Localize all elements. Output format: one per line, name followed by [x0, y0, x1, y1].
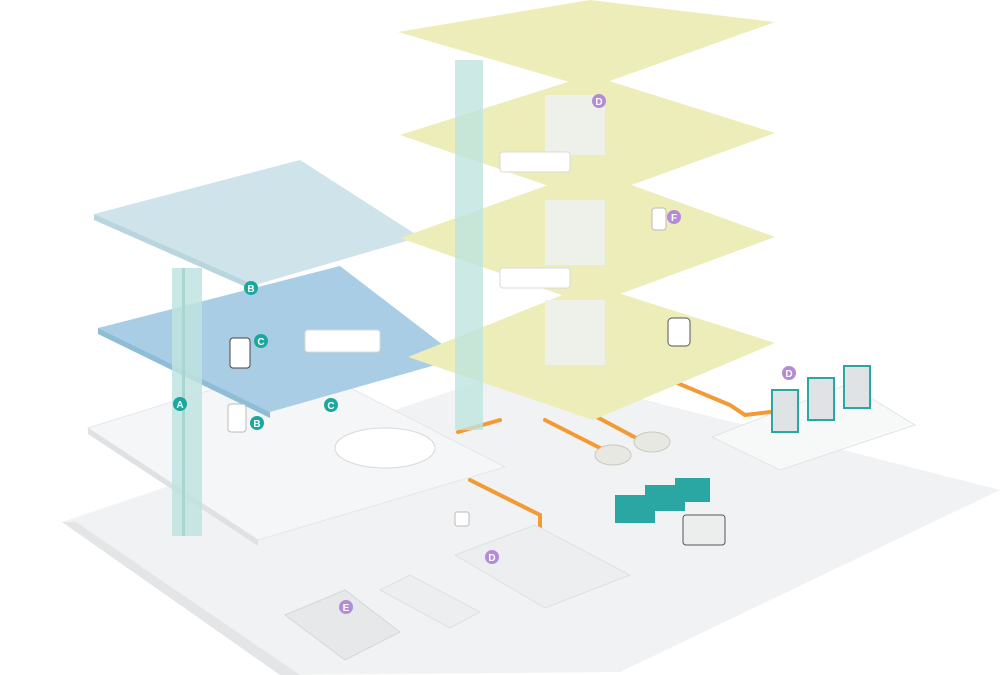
robot-icon [229, 337, 251, 369]
ground-plate-edge [62, 522, 300, 675]
badge-label: A [176, 400, 183, 411]
badge-b: B [244, 281, 258, 295]
badge-c: C [254, 334, 268, 348]
badge-label: B [247, 284, 254, 295]
badge-b: B [250, 416, 264, 430]
reception-desk-icon [499, 151, 571, 173]
reception-desk-icon [304, 329, 381, 353]
left-roof-edge [94, 214, 255, 291]
right-divider-wall [545, 300, 605, 365]
badge-d: D [485, 550, 499, 564]
machine-zone-e [284, 589, 401, 661]
badge-label: D [785, 369, 792, 380]
badge-label: B [253, 419, 260, 430]
badge-c: C [324, 398, 338, 412]
badges: A B B C C D D D [173, 94, 796, 614]
right-elevator-column [455, 60, 483, 430]
machine-zones [284, 524, 632, 661]
badge-label: D [488, 553, 495, 564]
robot-icon [227, 403, 247, 433]
badge-label: C [327, 401, 334, 412]
badge-e: E [339, 600, 353, 614]
right-divider-wall [545, 200, 605, 265]
charging-stations [771, 365, 871, 433]
robot-icon [651, 207, 667, 231]
cargo-area [594, 431, 726, 546]
left-floor-blue [98, 266, 460, 412]
machine-zone-d [453, 524, 632, 609]
robots [227, 207, 691, 527]
badge-a: A [173, 397, 187, 411]
badge-d: D [592, 94, 606, 108]
badge-label: D [595, 97, 602, 108]
left-roof [94, 160, 420, 285]
robot-icon [667, 317, 691, 347]
tank-icon [633, 431, 671, 453]
right-floor-level-3 [398, 0, 775, 88]
machine-zone-row [378, 574, 482, 629]
badge-label: E [343, 603, 350, 614]
reception-desk-icon [334, 427, 436, 469]
reception-desk-icon [499, 267, 571, 289]
badge-d: D [782, 366, 796, 380]
badge-f: F [667, 210, 681, 224]
charging-station-icon [807, 377, 835, 421]
charging-station-icon [771, 389, 799, 433]
robot-icon [454, 511, 470, 527]
badge-label: C [257, 337, 264, 348]
right-tower [398, 0, 775, 430]
delivery-truck-icon [682, 514, 726, 546]
tank-icon [594, 444, 632, 466]
cargo-container [675, 478, 710, 502]
badge-label: F [671, 213, 677, 224]
charging-station-icon [843, 365, 871, 409]
reception-desks [304, 151, 571, 469]
